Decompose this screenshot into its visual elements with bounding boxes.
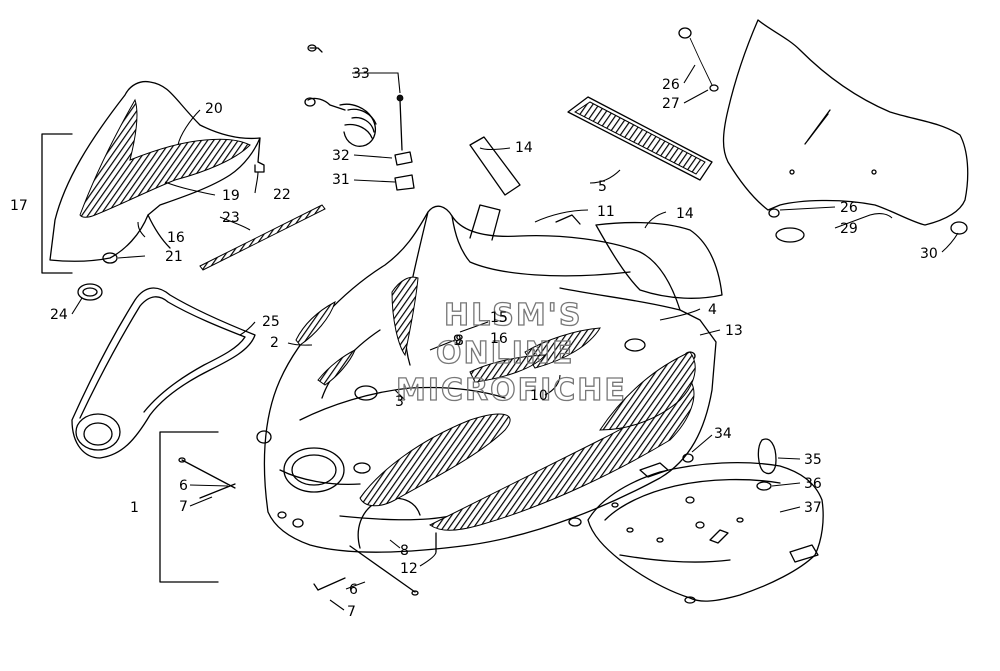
- callout-1: 1: [130, 500, 139, 516]
- callout-16b: 16: [167, 230, 185, 246]
- callout-31: 31: [332, 172, 350, 188]
- decal-strip: [199, 204, 326, 271]
- hood-body: [256, 204, 717, 553]
- decal-small: [469, 136, 521, 196]
- watermark-line1: HLSM'S: [444, 298, 582, 333]
- callout-33: 33: [352, 66, 370, 82]
- callout-35: 35: [804, 452, 822, 468]
- hood-gasket: [71, 287, 256, 459]
- watermark-line3: MICROFICHE: [396, 373, 627, 408]
- callout-34: 34: [714, 426, 732, 442]
- callout-2: 2: [270, 335, 279, 351]
- callout-26b: 26: [840, 200, 858, 216]
- callout-32: 32: [332, 148, 350, 164]
- callout-20: 20: [205, 101, 223, 117]
- decal-side-right: [555, 214, 723, 299]
- side-panel: [49, 80, 265, 264]
- callout-5: 5: [598, 179, 607, 195]
- callout-16: 16: [490, 331, 508, 347]
- callout-23: 23: [222, 210, 240, 226]
- rods-and-screws: [178, 457, 437, 596]
- callout-26: 26: [662, 77, 680, 93]
- belly-pan: [568, 462, 824, 604]
- callout-17: 17: [10, 198, 28, 214]
- callout-36: 36: [804, 476, 822, 492]
- grommet: [77, 283, 103, 301]
- windshield-hardware: [678, 27, 968, 243]
- bracket-side-assembly: [41, 133, 73, 274]
- callout-6: 6: [179, 478, 188, 494]
- callout-3: 3: [395, 394, 404, 410]
- callout-22: 22: [273, 187, 291, 203]
- callout-4: 4: [708, 302, 717, 318]
- small-hardware: [682, 438, 777, 491]
- watermark-line2: ONLINE: [436, 336, 575, 371]
- callout-9: 9: [453, 333, 462, 349]
- callout-7b: 7: [347, 604, 356, 620]
- callout-29: 29: [840, 221, 858, 237]
- callout-12: 12: [400, 561, 418, 577]
- callout-25: 25: [262, 314, 280, 330]
- callout-14: 14: [515, 140, 533, 156]
- callout-8: 8: [400, 543, 409, 559]
- callout-13: 13: [725, 323, 743, 339]
- callout-6b: 6: [349, 582, 358, 598]
- windshield: [722, 19, 969, 226]
- callout-30: 30: [920, 246, 938, 262]
- callout-27: 27: [662, 96, 680, 112]
- callout-10: 10: [530, 388, 548, 404]
- vent-grille: [567, 96, 713, 181]
- callout-21: 21: [165, 249, 183, 265]
- latch-hardware: [304, 44, 415, 191]
- leader-lines: [71, 64, 959, 611]
- callout-37: 37: [804, 500, 822, 516]
- callout-8b: 8: [455, 333, 464, 349]
- callout-7: 7: [179, 499, 188, 515]
- watermark: HLSM'S ONLINE MICROFICHE: [395, 297, 627, 408]
- callout-19: 19: [222, 188, 240, 204]
- bracket-hood-assembly: [159, 431, 219, 583]
- callout-numbers: 1 2 3 4 5 6 6 7 7 8 8 9 10 11 12 13 14 1…: [10, 66, 938, 620]
- callout-11: 11: [597, 204, 615, 220]
- callout-24: 24: [50, 307, 68, 323]
- callout-15: 15: [490, 310, 508, 326]
- callout-14b: 14: [676, 206, 694, 222]
